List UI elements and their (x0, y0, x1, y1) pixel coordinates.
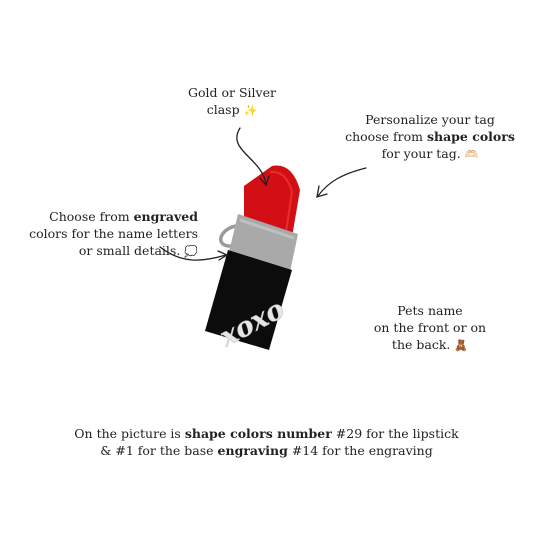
teddy-bear-icon: 🧸 (454, 339, 469, 352)
pets-name-note: Pets name on the front or on the back. 🧸 (373, 303, 487, 352)
clasp-arrow (236, 127, 267, 185)
shape-color-note: Personalize your tag choose from shape c… (345, 112, 515, 161)
thought-bubble-icon: 💭 (184, 245, 198, 258)
lipstick-base (205, 250, 292, 350)
engraving-note: Choose from engraved colors for the name… (29, 209, 198, 258)
clasp-note: Gold or Silver clasp ✨ (188, 85, 276, 117)
sparkles-icon: ✨ (243, 104, 258, 117)
shape-arrow (317, 167, 367, 197)
lipstick-bullet (244, 165, 300, 237)
picture-caption: On the picture is shape colors number #2… (74, 426, 459, 458)
engrave-arrow (159, 246, 227, 261)
heart-hands-icon: 🫶🏻 (464, 148, 479, 161)
